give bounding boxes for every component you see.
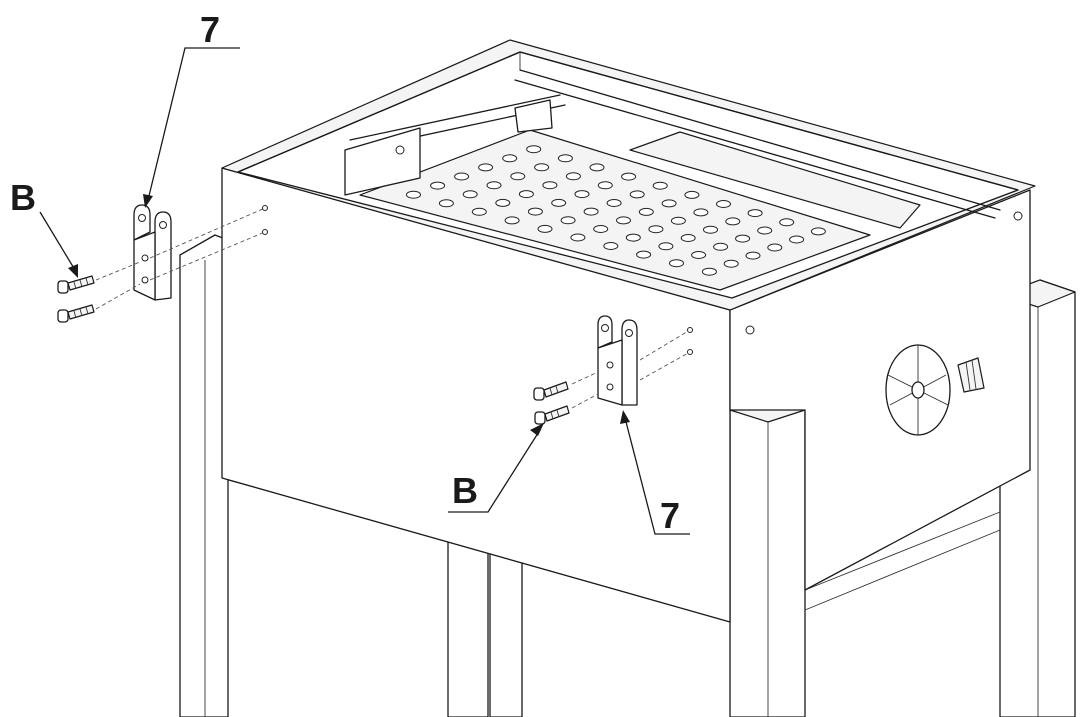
tray-hole <box>779 218 795 227</box>
callout-bracket-front: 7 <box>620 410 690 536</box>
leg-front-left-inner <box>447 539 523 717</box>
tray-hole <box>534 163 550 172</box>
callout-screws-front: B <box>448 423 544 513</box>
tray-hole <box>527 207 543 216</box>
tray-hole <box>725 217 741 226</box>
tray-hole <box>597 181 613 190</box>
tray-hole <box>583 207 599 216</box>
tray-hole <box>510 172 526 181</box>
tray-hole <box>589 163 605 172</box>
callout-bracket-left: 7 <box>143 9 240 208</box>
tray-hole <box>648 225 664 234</box>
tray-hole <box>652 181 668 190</box>
tray-hole <box>537 224 553 233</box>
bracket-front <box>597 315 638 406</box>
bracket-left <box>133 204 172 301</box>
tray-hole <box>471 207 487 216</box>
tray-hole <box>658 242 674 251</box>
tray-hole <box>661 199 677 208</box>
tray-hole <box>570 233 586 242</box>
tray-hole <box>542 181 558 190</box>
callout-label-7-front: 7 <box>660 495 680 536</box>
screws-left <box>57 205 268 323</box>
tray-hole <box>438 199 454 208</box>
tray-hole <box>680 234 696 242</box>
tray-hole <box>789 235 805 244</box>
tray-hole <box>565 172 581 181</box>
tray-hole <box>486 181 502 190</box>
tray-hole <box>625 233 641 242</box>
tray-hole <box>747 209 763 218</box>
tray-hole <box>593 225 609 233</box>
tray-hole <box>691 251 707 259</box>
tray-hole <box>713 242 729 251</box>
tray-hole <box>406 190 421 199</box>
tray-hole <box>621 172 637 181</box>
tray-hole <box>560 216 576 225</box>
tray-hole <box>703 225 718 234</box>
tray-hole <box>504 216 520 225</box>
tray-hole <box>495 198 511 207</box>
tray-hole <box>462 190 478 199</box>
tray-hole <box>684 190 700 199</box>
leg-back-left <box>179 234 229 717</box>
tray-hole <box>557 154 573 163</box>
leg-front-right <box>729 397 806 717</box>
tray-hole <box>502 154 518 163</box>
tray-hole <box>629 190 645 199</box>
tray-hole <box>723 259 739 268</box>
side-wheel <box>885 344 985 436</box>
tray-hole <box>670 216 686 225</box>
tray-hole <box>616 216 631 225</box>
tray-hole <box>701 267 717 276</box>
tray-hole <box>551 198 567 207</box>
tray-holes <box>406 145 826 276</box>
tray-hole <box>454 172 470 181</box>
tray-hole <box>574 190 590 199</box>
tray-hole <box>636 250 652 259</box>
tray-hole <box>638 207 654 216</box>
tray-hole <box>810 227 826 236</box>
callout-label-B-front: B <box>452 470 478 511</box>
tray-hole <box>693 208 709 217</box>
callout-label-7-left: 7 <box>200 9 220 50</box>
tray-hole <box>716 200 731 208</box>
tray-hole <box>606 199 622 207</box>
tray-hole <box>526 145 542 154</box>
tray-hole <box>430 181 446 190</box>
callout-screws-left: B <box>10 177 78 278</box>
tray-hole <box>757 226 773 235</box>
tray-hole <box>735 234 751 243</box>
tray-hole <box>767 243 783 252</box>
tray-hole <box>603 242 619 250</box>
callout-label-B-left: B <box>10 177 36 218</box>
tray-hole <box>518 190 534 199</box>
tray-hole <box>745 251 761 260</box>
tray-hole <box>478 163 494 172</box>
screws-front <box>533 327 693 425</box>
tray-hole <box>669 259 684 268</box>
